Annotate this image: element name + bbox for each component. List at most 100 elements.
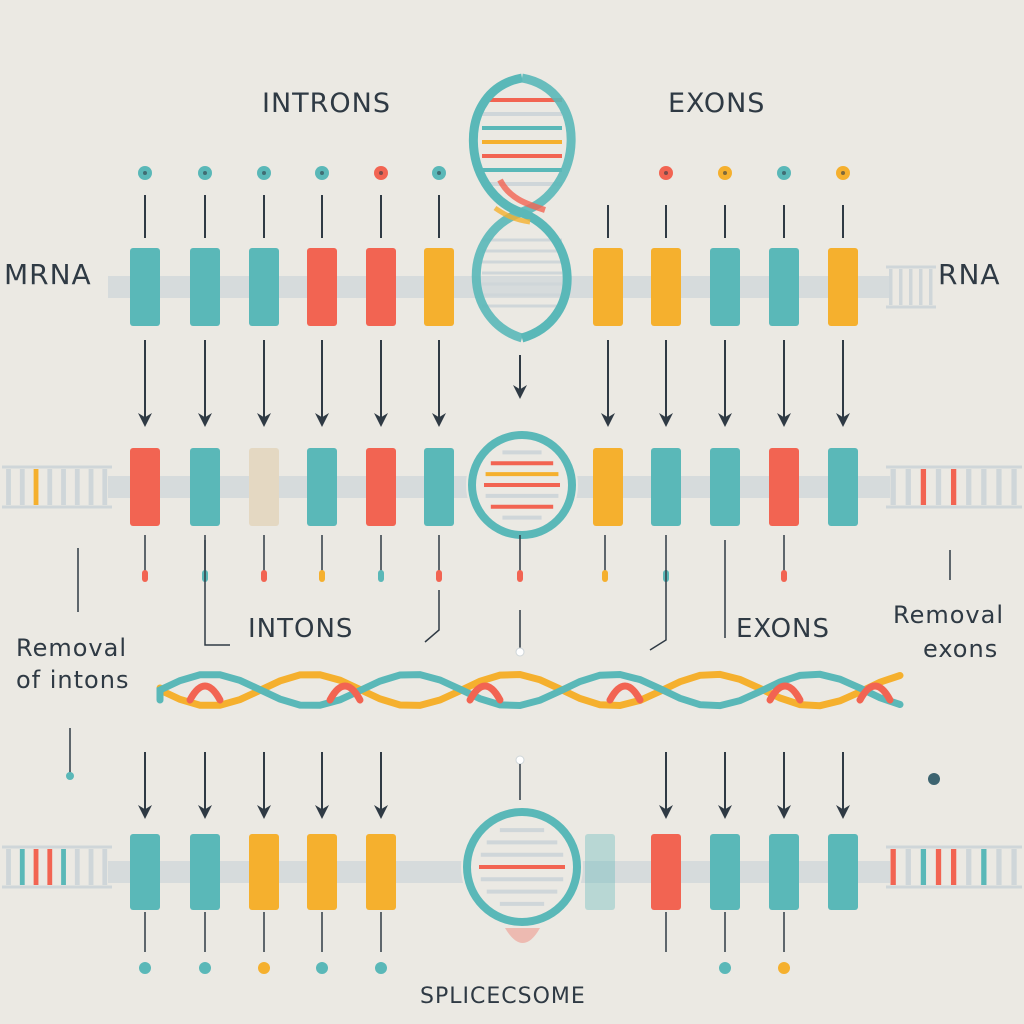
right-marker-dot: [928, 773, 940, 785]
rna-ladder-right-top: [886, 265, 936, 309]
exon-block: [585, 834, 615, 910]
exon-block: [828, 834, 858, 910]
ladder-right-bottom-rung: [1011, 849, 1017, 885]
ladder-right-middle-rung: [890, 469, 896, 505]
intron-marker-dot: [374, 166, 388, 180]
exon-block: [710, 448, 740, 526]
intron-pin-tip: [781, 570, 787, 582]
wavy-strand-red: [326, 682, 364, 704]
tail-dot: [139, 962, 151, 974]
ladder-left-middle-rung: [88, 469, 94, 505]
intron-marker-dot-center: [379, 171, 383, 175]
ladder-right-middle-rung: [905, 469, 911, 505]
intron-pin-tip: [602, 570, 608, 582]
ladder-right-bottom-rung: [981, 849, 987, 885]
exon-block: [651, 248, 681, 326]
ladder-left-middle-rung: [102, 469, 108, 505]
rna-ladder-right-top-rung: [929, 269, 933, 305]
exon-block: [190, 448, 220, 526]
ladder-left-middle-rung: [6, 469, 11, 505]
exon-block: [307, 834, 337, 910]
exon-block: [307, 248, 337, 326]
removal-right-line2: exons: [923, 635, 999, 663]
tail-dot: [258, 962, 270, 974]
tail-dot: [778, 962, 790, 974]
ladder-right-bottom-rung: [966, 849, 972, 885]
exon-block: [130, 448, 160, 526]
rna-ladder-right-top-rung: [919, 269, 923, 305]
ladder-left-bottom-rung: [33, 849, 39, 885]
ladder-left-middle-rung: [19, 469, 25, 505]
intron-marker-dot: [836, 166, 850, 180]
exon-block: [651, 448, 681, 526]
intron-marker-dot-center: [320, 171, 324, 175]
intron-marker-dot: [777, 166, 791, 180]
ladder-right-bottom: [886, 845, 1022, 889]
exon-block: [769, 448, 799, 526]
mrna-strand-top: [108, 276, 890, 298]
intron-marker-dot-center: [782, 171, 786, 175]
tail-dot: [375, 962, 387, 974]
ladder-right-bottom-rung: [996, 849, 1002, 885]
spliceosome-ring-bottom-ring: [463, 808, 581, 926]
intron-marker-dot: [718, 166, 732, 180]
exon-block: [366, 248, 396, 326]
intron-marker-dot-center: [664, 171, 668, 175]
intron-marker-dot-center: [203, 171, 207, 175]
intron-marker-dot: [198, 166, 212, 180]
wavy-strand-red: [856, 682, 894, 704]
exon-block: [366, 834, 396, 910]
spliceosome-ring-bottom: [461, 806, 583, 928]
exon-block: [249, 248, 279, 326]
rna-label: RNA: [938, 258, 1001, 291]
ladder-left-middle-rung: [74, 469, 80, 505]
ladder-left-middle-rung: [47, 469, 53, 505]
intron-pin-tip: [142, 570, 148, 582]
removal-left-line2: of intons: [16, 666, 130, 694]
ladder-right-middle-rung: [981, 469, 987, 505]
ladder-right-bottom-rung: [890, 849, 896, 885]
spliceosome-label: SPLICECSOME: [420, 984, 586, 1009]
dna-double-helix: [468, 73, 576, 343]
mrna-label: MRNA: [4, 258, 92, 291]
intron-marker-dot: [659, 166, 673, 180]
intron-pin-tip: [436, 570, 442, 582]
tail-dot: [719, 962, 731, 974]
exon-block: [828, 248, 858, 326]
intron-marker-dot-center: [723, 171, 727, 175]
intron-pin-tip: [261, 570, 267, 582]
removal-of-introns-label: Removal of intons: [16, 632, 129, 696]
ladder-right-middle: [886, 465, 1022, 509]
exon-block: [190, 248, 220, 326]
spliceosome-ring-middle-ring: [468, 431, 576, 539]
ladder-left-bottom-rung: [61, 849, 66, 885]
center-stem-tip: [515, 647, 525, 657]
ladder-right-bottom-rung: [950, 849, 957, 885]
intron-marker-dot: [257, 166, 271, 180]
rna-ladder-right-top-rung: [889, 269, 893, 305]
exon-block: [424, 448, 454, 526]
exons-label-top: EXONS: [668, 88, 766, 119]
helix-backbone-b: [471, 73, 576, 343]
ladder-right-middle-rung: [935, 469, 942, 505]
exon-block: [828, 448, 858, 526]
exon-block: [366, 448, 396, 526]
exon-block: [130, 248, 160, 326]
ladder-left-bottom: [2, 845, 112, 889]
wavy-rna-strand: [156, 670, 904, 710]
wavy-strand-red: [186, 682, 224, 704]
ladder-left-bottom-rung: [6, 849, 11, 885]
ladder-left-bottom-rung: [74, 849, 80, 885]
wavy-strand-teal: [156, 670, 904, 710]
ladder-right-middle-rung: [920, 469, 927, 505]
rna-ladder-right-top-rung: [899, 269, 903, 305]
introns-label-middle: INTONS: [248, 614, 354, 644]
exon-block: [593, 448, 623, 526]
wavy-strand-red: [466, 682, 504, 704]
ladder-right-middle-rung: [1011, 469, 1017, 505]
exon-block: [249, 448, 279, 526]
left-marker-dot: [66, 772, 74, 780]
ladder-left-middle: [2, 465, 112, 509]
helix-cross-yellow: [493, 205, 531, 225]
